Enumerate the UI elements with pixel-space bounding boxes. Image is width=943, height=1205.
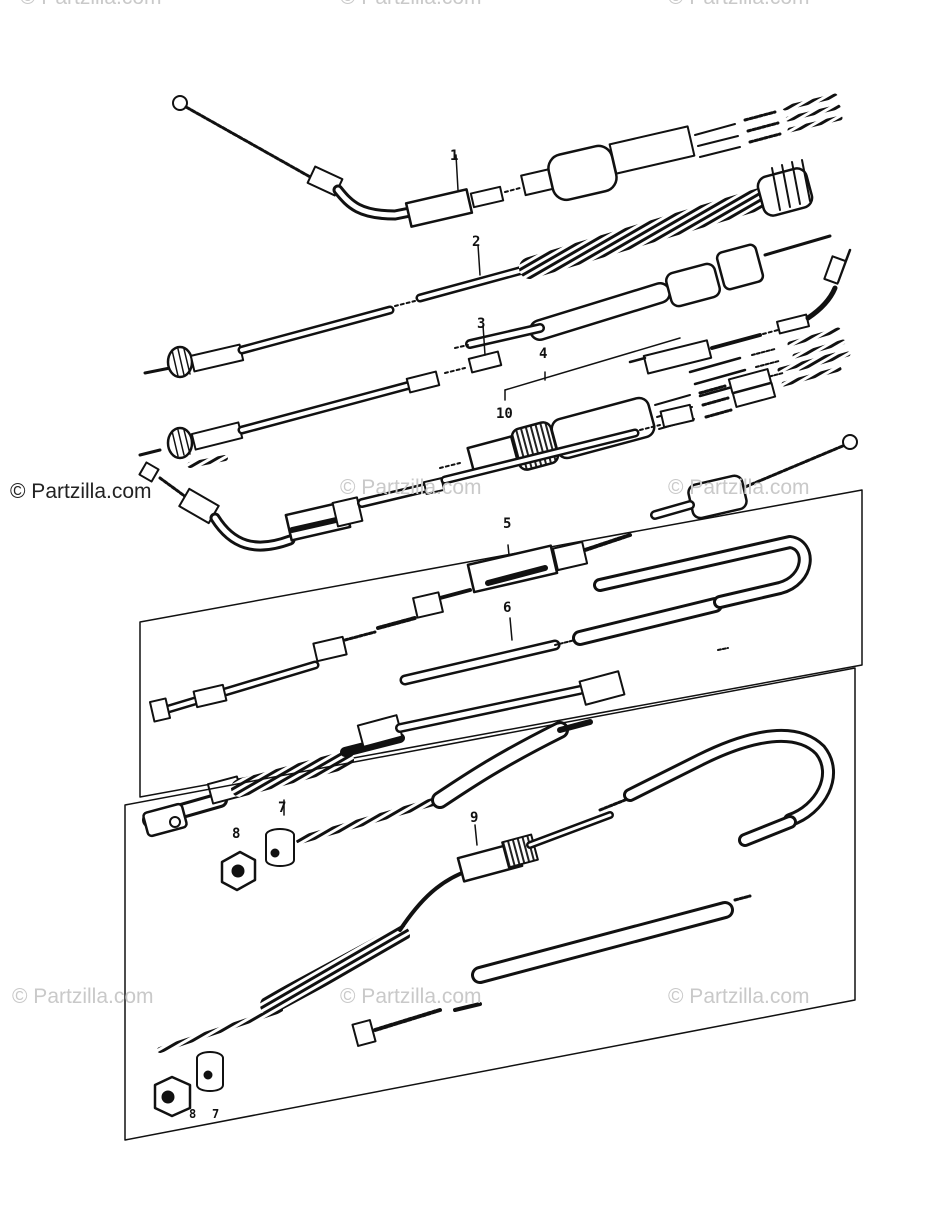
cable-1-throttle (172, 93, 843, 228)
cable-9 (157, 728, 836, 1053)
watermark-top-left: © Partzilla.com (20, 0, 162, 10)
callout-5: 5 (503, 516, 511, 532)
nut-8-upper (220, 850, 257, 892)
watermark-mid-left: © Partzilla.com (10, 480, 152, 503)
callout-6: 6 (503, 600, 511, 616)
callout-8-lower: 8 (189, 1107, 196, 1121)
watermark-mid-right: © Partzilla.com (668, 476, 810, 499)
cable-clutch-upper (142, 670, 626, 844)
callout-7-lower: 7 (212, 1107, 219, 1121)
watermark-mid-center: © Partzilla.com (340, 476, 482, 499)
group-box-upper (139, 489, 863, 798)
barrel-7-upper (265, 828, 295, 867)
watermark-bottom-center: © Partzilla.com (340, 985, 482, 1008)
cable-5 (138, 403, 858, 552)
callout-8-upper: 8 (232, 826, 240, 842)
callout-7-upper: 7 (278, 800, 286, 816)
callout-2: 2 (472, 234, 480, 250)
callout-10: 10 (496, 406, 513, 422)
group-box-lower (124, 667, 856, 1141)
cable-3 (138, 324, 503, 460)
cable-4-branch (628, 248, 852, 398)
callout-4-10-leader (504, 337, 681, 401)
callout-4: 4 (539, 346, 547, 362)
barrel-7-lower (196, 1051, 224, 1092)
callouts: 1 2 3 4 10 5 6 7 8 9 8 7 (189, 148, 547, 1121)
watermark-bottom-right: © Partzilla.com (668, 985, 810, 1008)
callout-1: 1 (450, 148, 458, 164)
cable-6 (148, 533, 812, 723)
cable-tachometer-upper (454, 234, 832, 349)
cable-2-speedometer (143, 159, 814, 379)
watermark-top-right: © Partzilla.com (668, 0, 810, 10)
callout-3: 3 (477, 316, 485, 332)
watermark-top-center: © Partzilla.com (340, 0, 482, 10)
callout-9: 9 (470, 810, 478, 826)
watermark-bottom-left: © Partzilla.com (12, 985, 154, 1008)
nut-8-lower (153, 1075, 192, 1118)
